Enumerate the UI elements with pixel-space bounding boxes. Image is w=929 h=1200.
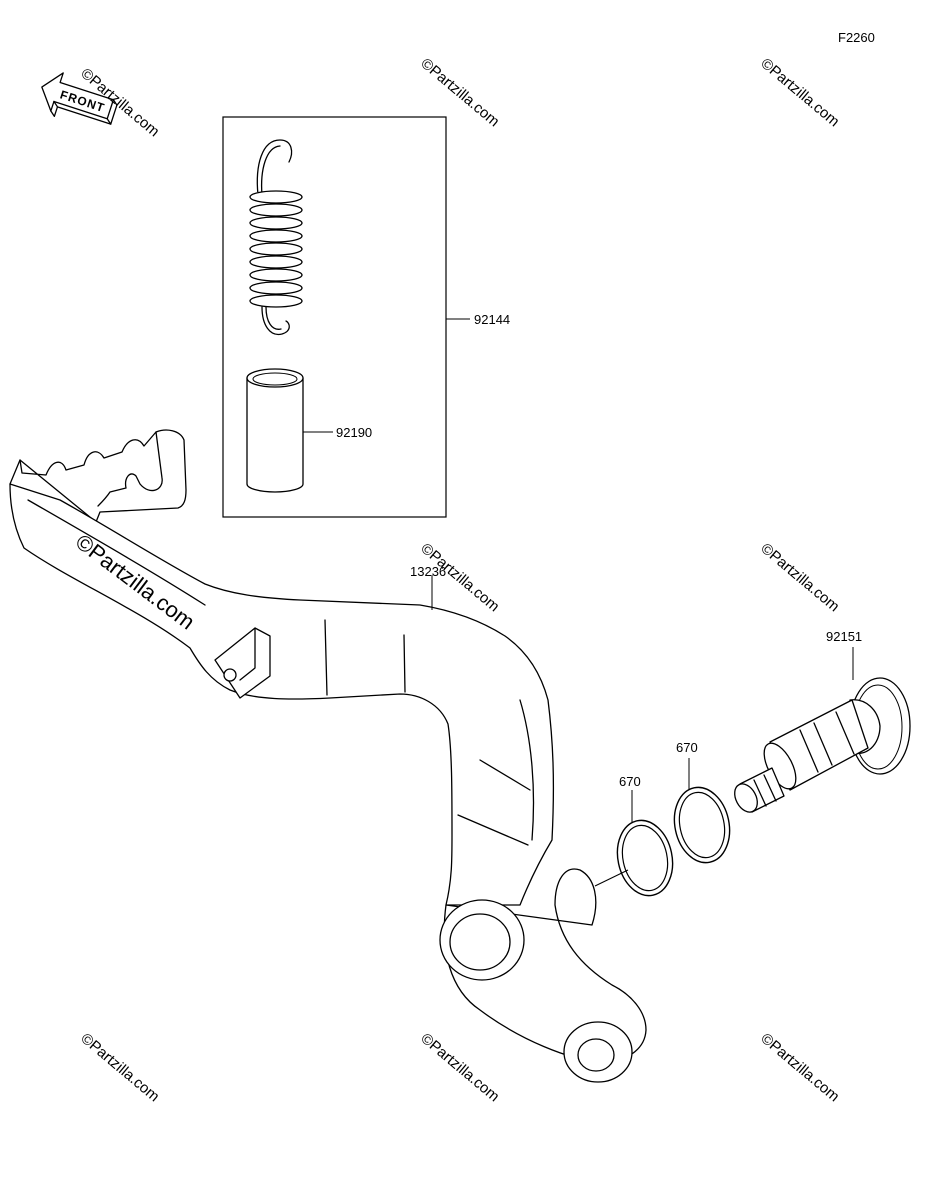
label-92144: 92144 xyxy=(474,312,510,327)
watermark: ©Partzilla.com xyxy=(417,1030,502,1105)
label-92151: 92151 xyxy=(826,629,862,644)
inset-box xyxy=(222,116,447,518)
label-670-left: 670 xyxy=(619,774,641,789)
spring-icon xyxy=(249,139,303,336)
label-92190: 92190 xyxy=(336,425,372,440)
watermark: ©Partzilla.com xyxy=(757,1030,842,1105)
oring-right-icon xyxy=(673,786,731,864)
diagram-code: F2260 xyxy=(838,30,875,45)
watermark: ©Partzilla.com xyxy=(757,55,842,130)
watermark: ©Partzilla.com xyxy=(417,55,502,130)
oring-left-icon xyxy=(616,819,674,897)
watermark: ©Partzilla.com xyxy=(77,1030,162,1105)
label-13236: 13236 xyxy=(410,564,446,579)
brake-pedal-icon: ©Partzilla.com xyxy=(9,429,647,1083)
watermark: ©Partzilla.com xyxy=(757,540,842,615)
collar-icon xyxy=(246,368,304,493)
shaft-icon xyxy=(734,677,911,813)
label-670-right: 670 xyxy=(676,740,698,755)
